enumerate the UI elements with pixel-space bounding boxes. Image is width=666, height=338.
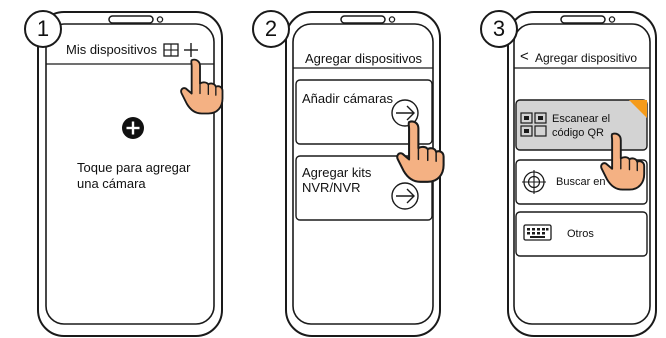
phone-2 (285, 11, 445, 337)
qr-code-icon (520, 112, 547, 137)
grid-icon (163, 43, 179, 57)
add-nvr-option-line1[interactable]: Agregar kits (302, 165, 372, 180)
phone-1 (37, 11, 224, 337)
crosshair-icon (522, 170, 546, 194)
phone-3 (507, 11, 657, 337)
add-cameras-option[interactable]: Añadir cámaras (302, 91, 394, 106)
screen-3-title: Agregar dispositivo (535, 51, 638, 65)
add-circle-icon (122, 117, 144, 139)
add-camera-caption-line2: una cámara (77, 176, 146, 191)
screen-1-title: Mis dispositivos (66, 42, 158, 57)
scan-qr-option-line2[interactable]: código QR (552, 127, 604, 139)
screen-2-title: Agregar dispositivos (305, 51, 423, 66)
plus-icon (184, 43, 198, 57)
back-chevron-icon[interactable]: < (520, 48, 529, 65)
highlight-badge (629, 100, 647, 118)
search-option[interactable]: Buscar en (556, 176, 606, 188)
step-1-number: 1 (36, 16, 50, 41)
step-2-number: 2 (264, 16, 278, 41)
step-3-number: 3 (492, 16, 506, 41)
others-option[interactable]: Otros (567, 228, 594, 240)
arrow-circle-icon (391, 99, 419, 127)
scan-qr-option-line1[interactable]: Escanear el (552, 113, 611, 125)
add-camera-caption-line1: Toque para agregar (77, 160, 191, 175)
keyboard-icon (523, 224, 552, 241)
add-nvr-option-line2[interactable]: NVR/NVR (302, 180, 361, 195)
arrow-circle-icon (391, 182, 419, 210)
